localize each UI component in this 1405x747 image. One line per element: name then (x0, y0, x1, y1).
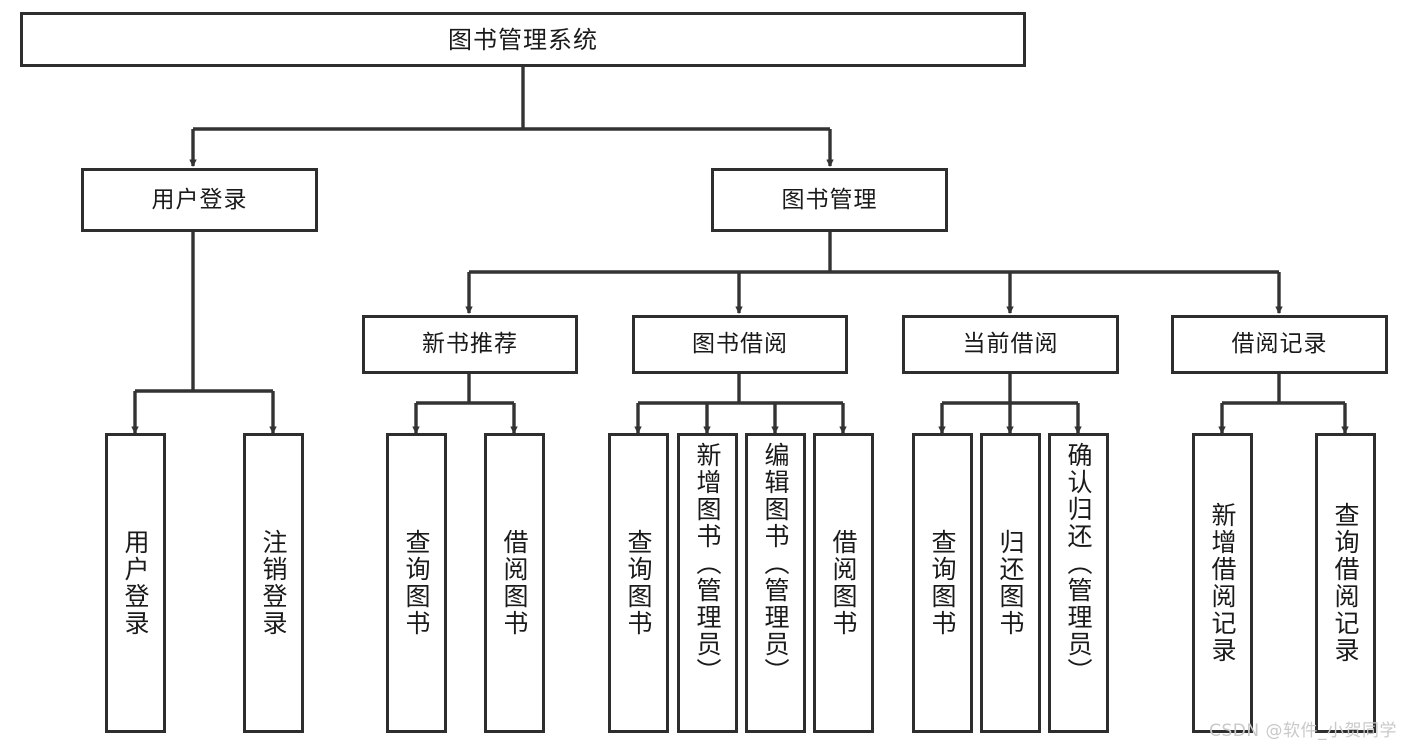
node-leaf-borrow-book-2[interactable]: 借阅图书 (813, 433, 874, 733)
node-borrow-record-label: 借阅记录 (1231, 331, 1328, 358)
node-leaf-confirm-return[interactable]: 确认归还（管理员） (1048, 433, 1109, 733)
node-leaf-logout-label: 注销登录 (259, 529, 288, 637)
node-leaf-borrow-book-1[interactable]: 借阅图书 (484, 433, 545, 733)
node-leaf-query-book-3-label: 查询图书 (928, 529, 957, 637)
node-book-manage[interactable]: 图书管理 (711, 168, 948, 232)
node-user-login[interactable]: 用户登录 (81, 168, 318, 232)
node-leaf-query-record[interactable]: 查询借阅记录 (1315, 433, 1376, 733)
node-root-label: 图书管理系统 (448, 25, 598, 54)
node-book-manage-label: 图书管理 (781, 186, 878, 213)
node-leaf-logout[interactable]: 注销登录 (243, 433, 304, 733)
node-leaf-add-book[interactable]: 新增图书（管理员） (677, 433, 738, 733)
node-leaf-edit-book[interactable]: 编辑图书（管理员） (745, 433, 806, 733)
node-book-borrow-label: 图书借阅 (692, 331, 788, 358)
node-current-borrow[interactable]: 当前借阅 (902, 315, 1119, 374)
node-new-book-rec-label: 新书推荐 (422, 331, 518, 358)
node-user-login-label: 用户登录 (151, 186, 248, 213)
node-leaf-borrow-book-2-label: 借阅图书 (829, 529, 858, 637)
node-leaf-query-book-1-label: 查询图书 (402, 529, 431, 637)
node-leaf-query-book-2-label: 查询图书 (624, 529, 653, 637)
node-leaf-query-book-3[interactable]: 查询图书 (912, 433, 973, 733)
csdn-watermark: CSDN @软件_小贺同学 (1209, 721, 1397, 741)
node-leaf-confirm-return-label: 确认归还（管理员） (1064, 442, 1093, 685)
node-root[interactable]: 图书管理系统 (20, 12, 1026, 67)
node-leaf-user-login[interactable]: 用户登录 (105, 433, 166, 733)
node-leaf-borrow-book-1-label: 借阅图书 (500, 529, 529, 637)
node-leaf-add-record[interactable]: 新增借阅记录 (1192, 433, 1253, 733)
node-new-book-rec[interactable]: 新书推荐 (362, 315, 578, 374)
node-borrow-record[interactable]: 借阅记录 (1171, 315, 1388, 374)
node-current-borrow-label: 当前借阅 (962, 331, 1059, 358)
node-leaf-user-login-label: 用户登录 (121, 529, 150, 637)
node-leaf-query-book-2[interactable]: 查询图书 (608, 433, 669, 733)
node-leaf-query-record-label: 查询借阅记录 (1331, 502, 1360, 664)
node-book-borrow[interactable]: 图书借阅 (632, 315, 848, 374)
node-leaf-return-book[interactable]: 归还图书 (980, 433, 1041, 733)
node-leaf-add-record-label: 新增借阅记录 (1208, 502, 1237, 664)
node-leaf-return-book-label: 归还图书 (996, 529, 1025, 637)
node-leaf-edit-book-label: 编辑图书（管理员） (761, 442, 790, 685)
node-leaf-add-book-label: 新增图书（管理员） (693, 442, 722, 685)
node-leaf-query-book-1[interactable]: 查询图书 (386, 433, 447, 733)
